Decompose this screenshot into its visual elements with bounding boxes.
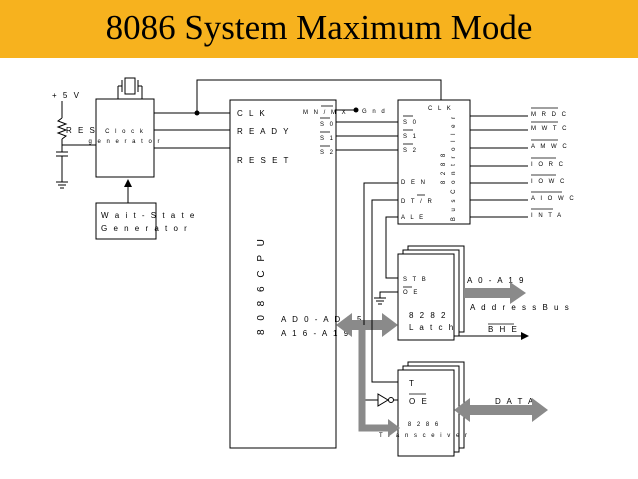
cpu-pin-s2: S 2: [320, 150, 335, 156]
latch-block: [397, 253, 455, 341]
bc-output-dtr: D T / R: [401, 199, 434, 205]
cpu-pin-s0: S 0: [320, 122, 335, 128]
transceiver-block: [397, 369, 455, 457]
cmd-amwc: A M W C: [531, 144, 569, 150]
cpu-pin-reset: R E S E T: [237, 156, 290, 165]
latch-bhe: B H E: [488, 325, 519, 334]
cpu-bus-line2: A 1 6 - A 1 9: [281, 329, 350, 338]
latch-oe-ground: [374, 291, 398, 305]
gnd-label: G n d: [362, 109, 387, 115]
command-overbars: [531, 107, 562, 210]
cpu-bus-line1: A D 0 - A D 1 5: [281, 315, 363, 324]
bc-output-den: D E N: [401, 180, 427, 186]
bus-controller-clk: C L K: [428, 106, 453, 112]
status-overbars: [320, 117, 330, 147]
clock-generator-line2: g e n e r a t o r: [88, 139, 161, 145]
clock-wiring: [154, 79, 442, 149]
cmd-aiowc: A I O W C: [531, 196, 576, 202]
transceiver-name-line2: T r a n s c e i v e r: [379, 433, 469, 439]
cmd-iorc: I O R C: [531, 162, 565, 168]
bc-input-s1: S 1: [403, 134, 418, 140]
title-bar: [0, 0, 638, 58]
bc-output-ale: A L E: [401, 215, 425, 221]
page-title: 8086 System Maximum Mode: [105, 8, 533, 47]
clock-generator-block: [95, 98, 155, 178]
command-output-lines: [470, 115, 528, 218]
wait-state-line2: G e n e r a t o r: [101, 224, 189, 233]
den-dtr-wires: [363, 182, 398, 401]
latch-name-line2: L a t c h: [409, 323, 455, 332]
transceiver-oe: O E: [409, 397, 429, 406]
bc-name-line2: B u s C o n t r o l l e r: [451, 115, 457, 221]
address-bus-arrow: [464, 282, 526, 304]
wait-state-generator-block: [95, 202, 157, 240]
bc-input-s2: S 2: [403, 148, 418, 154]
wait-state-line1: W a i t - S t a t e: [101, 211, 196, 220]
cpu-pin-mnmx: M N / M X: [303, 110, 348, 116]
bc-name-line1: 8 2 8 8: [441, 152, 447, 184]
inverter-icon: [377, 393, 398, 407]
bc-input-s0: S 0: [403, 120, 418, 126]
gnd-dot: [353, 107, 359, 113]
cpu-block: [229, 99, 337, 449]
voltage-label: + 5 V: [52, 91, 81, 100]
cpu-pin-s1: S 1: [320, 136, 335, 142]
cpu-name: 8 0 8 6 C P U: [256, 236, 267, 335]
status-lines: [336, 121, 398, 151]
transceiver-t: T: [409, 379, 416, 388]
ale-stb-wire: [385, 216, 398, 279]
data-bus-arrow: [454, 398, 548, 422]
bus-controller-block: [397, 99, 471, 225]
address-bus-label: A d d r e s s B u s: [470, 303, 571, 312]
crystal-icon: [117, 77, 143, 99]
transceiver-name-line1: 8 2 8 6: [408, 422, 440, 428]
cpu-pin-clk: C L K: [237, 109, 267, 118]
clk-junction-dot: [194, 110, 200, 116]
cmd-mwtc: M W T C: [531, 126, 568, 132]
cmd-mrdc: M R D C: [531, 112, 568, 118]
cpu-pin-ready: R E A D Y: [237, 127, 290, 136]
clock-generator-line1: C l o c k: [105, 129, 145, 135]
transceiver-data: D A T A: [495, 397, 535, 406]
cmd-inta: I N T A: [531, 213, 563, 219]
bc-input-overbars: [403, 115, 413, 145]
latch-addr: A 0 - A 1 9: [467, 276, 525, 285]
cpu-transceiver-bus-arrow: [358, 325, 400, 437]
latch-stb: S T B: [403, 277, 428, 283]
cmd-iowc: I O W C: [531, 179, 566, 185]
cpu-latch-bus-arrow: [336, 313, 398, 337]
res-label: R E S: [66, 126, 97, 135]
reset-circuit: [56, 101, 96, 189]
latch-oe: O E: [403, 290, 419, 296]
latch-name-line1: 8 2 8 2: [409, 311, 447, 320]
